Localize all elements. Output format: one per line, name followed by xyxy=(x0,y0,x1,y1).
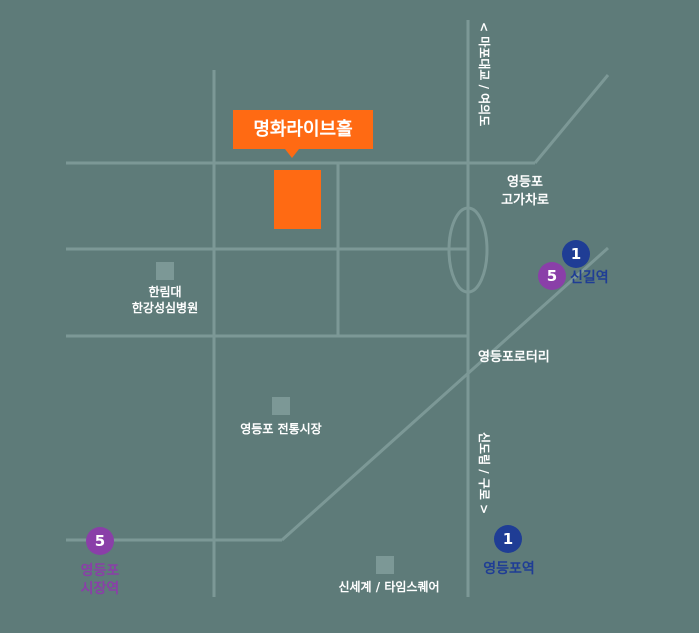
market-label: 영등포 전통시장 xyxy=(240,422,322,436)
shinsegae-marker xyxy=(376,556,394,574)
singil-station-label: 신길역 xyxy=(570,270,609,286)
hospital-label: 한림대 한강성심병원 xyxy=(131,285,199,315)
line5-badge-singil: 5 xyxy=(538,262,566,290)
venue-building xyxy=(274,170,321,229)
rotary-label: 영등포로터리 xyxy=(478,350,550,365)
line5-badge-market: 5 xyxy=(86,527,114,555)
venue-name-tag: 명화라이브홀 xyxy=(233,110,373,158)
direction-north-label: < 마포대교 / 여의도 xyxy=(477,22,491,127)
overpass-label: 영등포 고가차로 xyxy=(501,175,549,208)
line1-badge-singil: 1 xyxy=(562,240,590,268)
road xyxy=(533,74,610,164)
hospital-marker xyxy=(156,262,174,280)
rotary-ellipse xyxy=(447,206,489,294)
shinsegae-label: 신세계 / 타임스퀘어 xyxy=(338,580,440,594)
road xyxy=(280,246,610,542)
market-station-label: 영등포 시장역 xyxy=(80,563,120,597)
direction-south-label: 신도림 / 구로 > xyxy=(477,432,491,515)
yeongdeungpo-station-label: 영등포역 xyxy=(483,561,535,577)
market-marker xyxy=(272,397,290,415)
line1-badge-yeongdeungpo: 1 xyxy=(494,525,522,553)
